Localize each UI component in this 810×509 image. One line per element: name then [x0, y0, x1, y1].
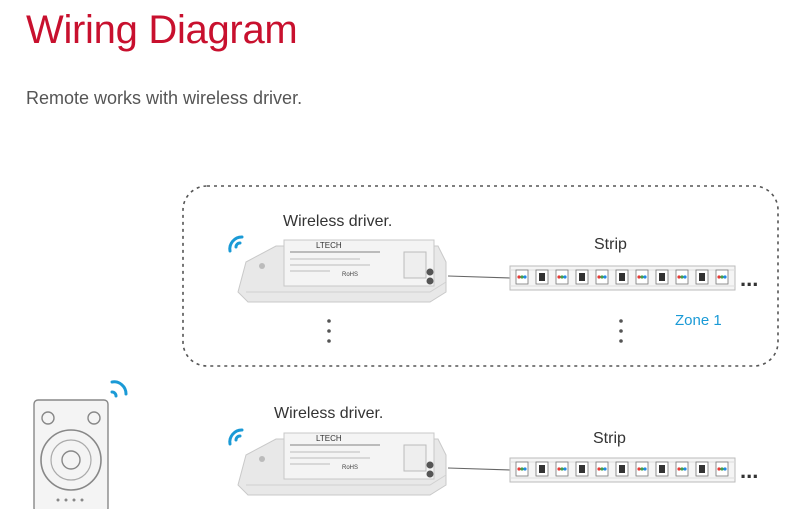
led-strip-1	[509, 265, 736, 291]
remote-control-icon	[33, 399, 109, 509]
subtitle: Remote works with wireless driver.	[26, 88, 303, 108]
resistor	[659, 273, 665, 281]
wireless-driver-2	[237, 432, 447, 496]
led-dot	[683, 467, 687, 471]
driver-1-rohs: RoHS	[342, 272, 358, 278]
led-dot	[520, 275, 524, 279]
led-dot	[677, 275, 681, 279]
led-dot	[680, 275, 684, 279]
strip-2-label: Strip	[593, 430, 626, 447]
driver-1-brand: LTECH	[316, 241, 342, 250]
led-dot	[557, 275, 561, 279]
led-dot	[723, 467, 727, 471]
led-dot	[603, 467, 607, 471]
driver-2-brand: LTECH	[316, 434, 342, 443]
led-dot	[643, 275, 647, 279]
led-dot	[597, 275, 601, 279]
led-dot	[557, 467, 561, 471]
wireless-signal-icon	[228, 428, 244, 446]
led-dot	[637, 275, 641, 279]
driver-2-label: Wireless driver.	[274, 405, 384, 422]
led-dot	[637, 467, 641, 471]
led-dot	[717, 275, 721, 279]
wire-1	[447, 275, 511, 279]
resistor	[579, 465, 585, 473]
led-dot	[563, 467, 567, 471]
resistor	[579, 273, 585, 281]
led-dot	[597, 467, 601, 471]
led-dot	[683, 275, 687, 279]
led-dot	[600, 275, 604, 279]
page-title: Wiring Diagram	[26, 8, 298, 52]
zone-1-label: Zone 1	[675, 312, 722, 329]
resistor	[539, 465, 545, 473]
led-dot	[640, 467, 644, 471]
wire-2	[447, 467, 511, 471]
strip-2-continuation: ...	[740, 458, 759, 483]
led-dot	[520, 467, 524, 471]
driver-2-rohs: RoHS	[342, 465, 358, 471]
led-dot	[723, 275, 727, 279]
strip-1-continuation: ...	[740, 266, 759, 291]
led-strip-2	[509, 457, 736, 483]
led-dot	[600, 467, 604, 471]
wireless-driver-1	[237, 239, 447, 303]
led-dot	[523, 275, 527, 279]
led-dot	[523, 467, 527, 471]
led-dot	[720, 275, 724, 279]
resistor	[659, 465, 665, 473]
led-dot	[563, 275, 567, 279]
led-dot	[517, 467, 521, 471]
led-dot	[680, 467, 684, 471]
resistor	[619, 273, 625, 281]
led-dot	[560, 467, 564, 471]
wireless-signal-icon	[228, 235, 244, 253]
resistor	[539, 273, 545, 281]
resistor	[699, 465, 705, 473]
remote-wireless-signal-icon	[110, 380, 128, 398]
led-dot	[560, 275, 564, 279]
led-dot	[603, 275, 607, 279]
vertical-dots-icon	[327, 319, 331, 343]
driver-1-label: Wireless driver.	[283, 213, 393, 230]
led-dot	[717, 467, 721, 471]
strip-1-label: Strip	[594, 236, 627, 253]
led-dot	[640, 275, 644, 279]
led-dot	[677, 467, 681, 471]
led-dot	[517, 275, 521, 279]
vertical-dots-icon	[619, 319, 623, 343]
led-dot	[643, 467, 647, 471]
zone-1-boundary	[182, 185, 779, 367]
resistor	[619, 465, 625, 473]
resistor	[699, 273, 705, 281]
led-dot	[720, 467, 724, 471]
